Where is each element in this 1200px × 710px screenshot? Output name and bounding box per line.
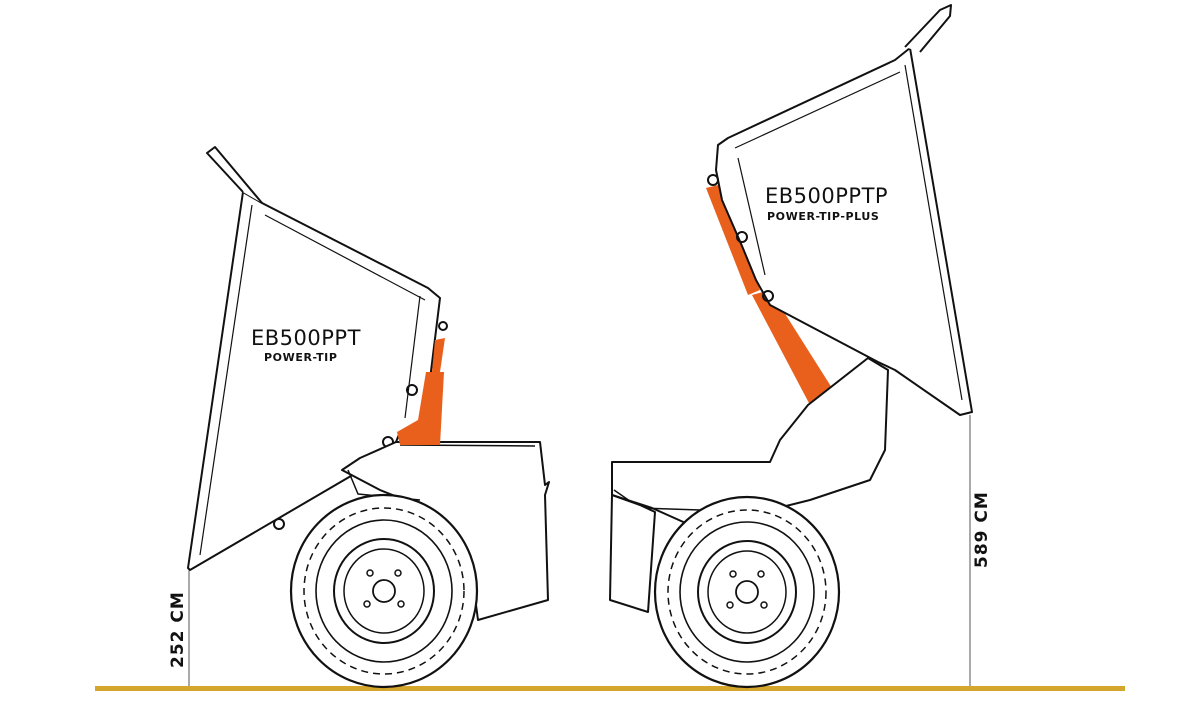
right-fender	[609, 494, 656, 613]
left-variant-label: POWER-TIP	[264, 351, 338, 364]
dumper-left-icon	[187, 146, 550, 621]
right-height-label: 589 CM	[972, 491, 992, 568]
hydraulic-ram-icon	[397, 338, 445, 445]
left-height-label: 252 CM	[168, 591, 188, 668]
left-model-label: EB500PPT	[251, 326, 361, 350]
ground-line	[95, 686, 1125, 691]
hydraulic-ram-icon	[706, 185, 832, 405]
wheel-icon	[289, 493, 479, 689]
right-skip	[715, 47, 973, 416]
right-variant-label: POWER-TIP-PLUS	[767, 210, 880, 223]
dumper-right-icon	[609, 4, 973, 613]
wheel-icon	[653, 495, 841, 689]
right-chassis	[611, 357, 889, 526]
left-chassis	[341, 441, 550, 621]
right-model-label: EB500PPTP	[765, 184, 889, 208]
